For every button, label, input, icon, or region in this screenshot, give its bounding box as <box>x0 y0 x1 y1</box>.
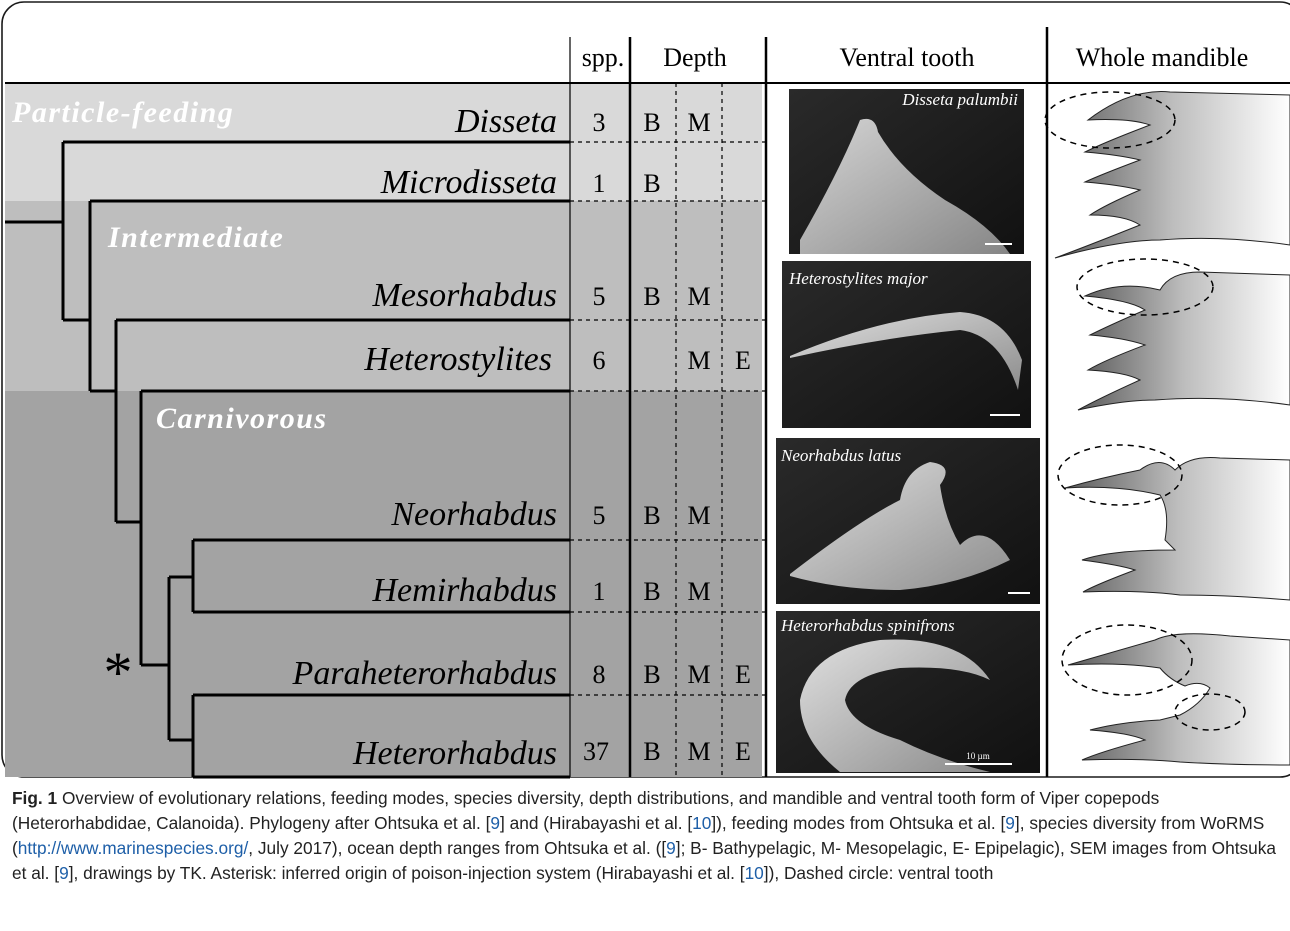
spp-hemirhabdus: 1 <box>593 577 606 606</box>
spp-paraheterorhabdus: 8 <box>593 660 606 689</box>
caption-text-8: ]), Dashed circle: ventral tooth <box>764 863 994 883</box>
caption-text-7: ], drawings by TK. Asterisk: inferred or… <box>69 863 745 883</box>
mandible-drawing-3 <box>1058 445 1290 600</box>
spp-heterostylites: 6 <box>593 346 606 375</box>
header-spp: spp. <box>582 43 625 72</box>
depth-m-heterorhabdus: M <box>687 737 710 766</box>
depth-b-heterorhabdus: B <box>643 737 660 766</box>
mandible-drawing-1 <box>1045 92 1290 258</box>
taxon-paraheterorhabdus: Paraheterorhabdus <box>292 655 557 692</box>
mandible-drawing-4 <box>1062 625 1290 765</box>
sem-scale-label: 10 µm <box>966 751 989 761</box>
depth-m-mesorhabdus: M <box>687 282 710 311</box>
asterisk-marker: * <box>104 640 133 705</box>
depth-e-paraheterorhabdus: E <box>735 660 751 689</box>
depth-e-heterostylites: E <box>735 346 751 375</box>
sem-label-2: Heterostylites major <box>788 269 928 288</box>
figure-caption: Fig. 1 Overview of evolutionary relation… <box>12 786 1280 886</box>
mandible-drawing-2 <box>1077 259 1290 410</box>
spp-neorhabdus: 5 <box>593 501 606 530</box>
spp-mesorhabdus: 5 <box>593 282 606 311</box>
header-whole-mandible: Whole mandible <box>1076 43 1249 72</box>
mode-label-carnivorous: Carnivorous <box>156 402 328 435</box>
depth-m-disseta: M <box>687 108 710 137</box>
depth-m-hemirhabdus: M <box>687 577 710 606</box>
caption-text-5: , July 2017), ocean depth ranges from Oh… <box>248 838 666 858</box>
taxon-mesorhabdus: Mesorhabdus <box>372 277 558 314</box>
depth-b-disseta: B <box>643 108 660 137</box>
spp-heterorhabdus: 37 <box>583 737 609 766</box>
sem-image-2: Heterostylites major <box>782 261 1031 428</box>
sem-image-3: Neorhabdus latus <box>776 438 1040 604</box>
depth-m-paraheterorhabdus: M <box>687 660 710 689</box>
taxon-heterostylites: Heterostylites <box>363 341 552 378</box>
depth-b-paraheterorhabdus: B <box>643 660 660 689</box>
caption-ref-9[interactable]: 9 <box>490 813 500 833</box>
depth-m-neorhabdus: M <box>687 501 710 530</box>
header-depth: Depth <box>663 43 727 72</box>
depth-b-hemirhabdus: B <box>643 577 660 606</box>
depth-e-heterorhabdus: E <box>735 737 751 766</box>
caption-ref-9[interactable]: 9 <box>1005 813 1015 833</box>
sem-image-4: 10 µm Heterorhabdus spinifrons <box>776 611 1040 773</box>
sem-label-3: Neorhabdus latus <box>780 446 902 465</box>
spp-microdisseta: 1 <box>593 169 606 198</box>
taxon-hemirhabdus: Hemirhabdus <box>372 572 558 609</box>
taxon-microdisseta: Microdisseta <box>380 164 557 201</box>
caption-label: Fig. 1 <box>12 788 57 808</box>
depth-b-mesorhabdus: B <box>643 282 660 311</box>
spp-disseta: 3 <box>593 108 606 137</box>
mode-label-particle-feeding: Particle-feeding <box>11 96 234 129</box>
header-ventral-tooth: Ventral tooth <box>839 43 974 72</box>
caption-text-3: ]), feeding modes from Ohtsuka et al. [ <box>711 813 1005 833</box>
sem-label-4: Heterorhabdus spinifrons <box>780 616 955 635</box>
mode-label-intermediate: Intermediate <box>107 221 284 254</box>
taxon-disseta: Disseta <box>454 103 557 140</box>
caption-ref-9[interactable]: 9 <box>666 838 676 858</box>
caption-url-link[interactable]: http://www.marinespecies.org/ <box>18 838 249 858</box>
depth-b-microdisseta: B <box>643 169 660 198</box>
depth-m-heterostylites: M <box>687 346 710 375</box>
caption-ref-10[interactable]: 10 <box>692 813 711 833</box>
caption-ref-10[interactable]: 10 <box>745 863 764 883</box>
taxon-neorhabdus: Neorhabdus <box>390 496 557 533</box>
sem-label-1: Disseta palumbii <box>901 90 1018 109</box>
depth-b-neorhabdus: B <box>643 501 660 530</box>
taxon-heterorhabdus: Heterorhabdus <box>352 735 557 772</box>
caption-text-2: ] and (Hirabayashi et al. [ <box>500 813 692 833</box>
sem-image-1: Disseta palumbii <box>789 89 1024 254</box>
caption-ref-9[interactable]: 9 <box>59 863 69 883</box>
